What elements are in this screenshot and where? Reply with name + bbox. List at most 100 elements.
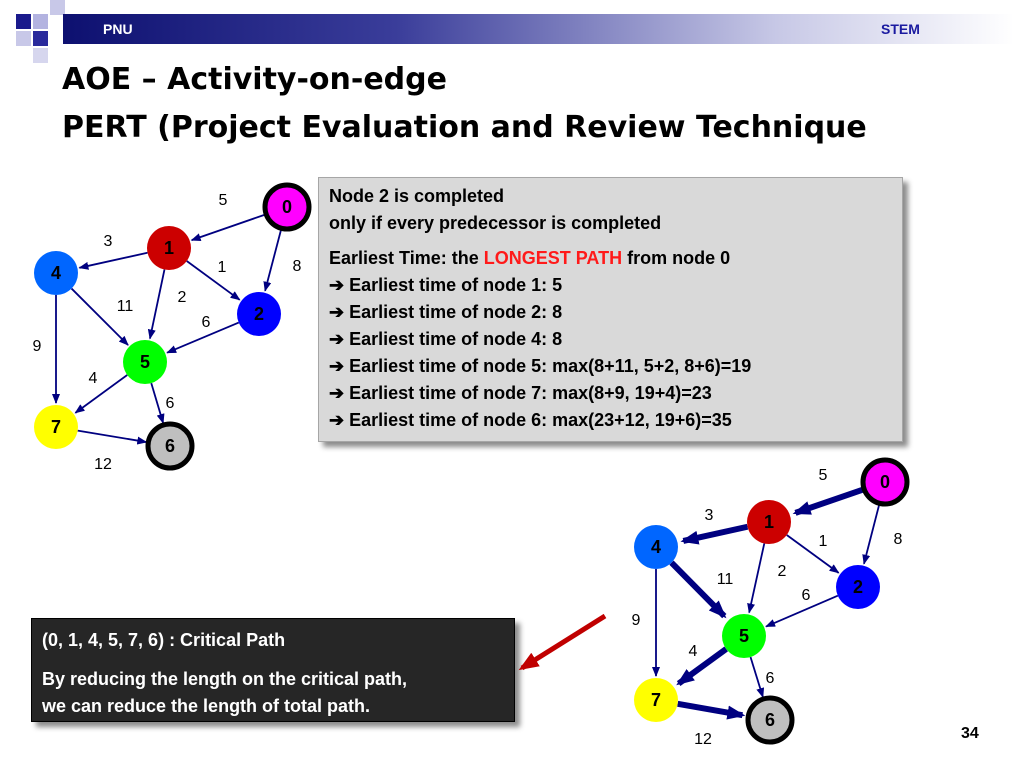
edge-1-5 (147, 269, 166, 340)
header-bar: PNU STEM (63, 14, 1014, 44)
node-label-7: 7 (51, 417, 61, 437)
edge-1-2 (186, 260, 241, 301)
red-pointer-arrow (518, 613, 607, 671)
node-6: 6 (145, 421, 195, 471)
node-label-1: 1 (764, 512, 774, 532)
edge-1-4 (680, 523, 749, 545)
edge-1-2 (786, 534, 840, 574)
corner-square-light (33, 14, 48, 29)
node-0: 0 (262, 182, 312, 232)
result-line: ➔ Earliest time of node 1: 5 (329, 275, 563, 295)
edge-weight-1-2: 1 (218, 259, 227, 276)
edge-0-1 (190, 213, 267, 241)
edge-1-5 (747, 543, 766, 614)
edge-7-6 (677, 700, 746, 720)
node-2: 2 (237, 292, 281, 336)
earliest-time-line: Earliest Time: the LONGEST PATH from nod… (329, 245, 892, 272)
critical-note-line2: we can reduce the length of total path. (42, 696, 371, 716)
edge-0-2 (862, 503, 881, 565)
node-7: 7 (634, 678, 678, 722)
earliest-prefix: Earliest Time: the (329, 248, 484, 268)
node-0: 0 (860, 457, 910, 507)
node-label-7: 7 (651, 690, 661, 710)
node-label-1: 1 (164, 238, 174, 258)
edge-weight-5-7: 4 (89, 370, 98, 387)
result-line: ➔ Earliest time of node 5: max(8+11, 5+2… (329, 356, 752, 376)
edge-weight-1-5: 2 (778, 563, 787, 580)
node-5: 5 (123, 340, 167, 384)
edge-weight-0-1: 5 (819, 467, 828, 484)
header-right-label: STEM (881, 21, 920, 37)
edge-5-6 (749, 656, 765, 699)
edge-weight-4-5: 11 (117, 298, 134, 315)
node-4: 4 (634, 525, 678, 569)
edge-5-6 (150, 382, 165, 424)
node-label-6: 6 (165, 436, 175, 456)
edge-1-4 (78, 251, 148, 270)
corner-square-navy (33, 31, 48, 46)
edge-weight-7-6: 12 (694, 731, 712, 748)
edge-weight-1-4: 3 (104, 233, 113, 250)
node-label-4: 4 (651, 537, 661, 557)
edge-weight-1-2: 1 (819, 533, 828, 550)
edge-weight-4-7: 9 (632, 612, 641, 629)
edge-2-5 (765, 594, 839, 628)
edge-weight-0-2: 8 (894, 531, 903, 548)
node-1: 1 (147, 226, 191, 270)
edge-weight-2-5: 6 (202, 314, 211, 331)
edge-weight-1-5: 2 (178, 289, 187, 306)
result-line: ➔ Earliest time of node 6: max(23+12, 19… (329, 410, 732, 430)
page-number: 34 (961, 725, 979, 742)
page-title-line2: PERT (Project Evaluation and Review Tech… (62, 110, 867, 145)
corner-square-light (16, 31, 31, 46)
critical-path-line: (0, 1, 4, 5, 7, 6) : Critical Path (42, 630, 286, 650)
info-line-1: Node 2 is completed (329, 186, 505, 206)
node-label-2: 2 (853, 577, 863, 597)
node-label-0: 0 (282, 197, 292, 217)
corner-square-navy (16, 14, 31, 29)
info-box: Node 2 is completed only if every predec… (318, 177, 903, 442)
result-line: ➔ Earliest time of node 7: max(8+9, 19+4… (329, 383, 712, 403)
node-label-5: 5 (739, 626, 749, 646)
edge-0-1 (792, 486, 866, 516)
node-label-5: 5 (140, 352, 150, 372)
node-label-2: 2 (254, 304, 264, 324)
edge-weight-2-5: 6 (802, 587, 811, 604)
page-title-line1: AOE – Activity-on-edge (62, 62, 447, 97)
earliest-suffix: from node 0 (622, 248, 731, 268)
edge-4-5 (669, 560, 727, 619)
result-line: ➔ Earliest time of node 2: 8 (329, 302, 563, 322)
corner-square-light (33, 48, 48, 63)
edge-4-5 (70, 287, 129, 346)
edge-weight-5-6: 6 (766, 670, 775, 687)
edge-weight-0-2: 8 (293, 258, 302, 275)
edge-7-6 (77, 429, 148, 445)
node-5: 5 (722, 614, 766, 658)
edge-5-7 (676, 646, 728, 686)
node-label-6: 6 (765, 710, 775, 730)
node-label-4: 4 (51, 263, 61, 283)
critical-path-box: (0, 1, 4, 5, 7, 6) : Critical Path By re… (31, 618, 515, 722)
node-7: 7 (34, 405, 78, 449)
edge-weight-5-7: 4 (689, 643, 698, 660)
longest-path-highlight: LONGEST PATH (483, 248, 623, 268)
node-label-0: 0 (880, 472, 890, 492)
info-line-2: only if every predecessor is completed (329, 213, 662, 233)
edge-weight-1-4: 3 (705, 507, 714, 524)
edge-weight-4-7: 9 (33, 338, 42, 355)
result-line: ➔ Earliest time of node 4: 8 (329, 329, 563, 349)
edge-0-2 (263, 228, 283, 292)
edge-weight-4-5: 11 (717, 571, 734, 588)
node-6: 6 (745, 695, 795, 745)
edge-weight-5-6: 6 (166, 395, 175, 412)
header-left-label: PNU (103, 21, 133, 37)
node-1: 1 (747, 500, 791, 544)
corner-square-light (50, 0, 65, 15)
edge-5-7 (74, 374, 128, 414)
critical-note-line1: By reducing the length on the critical p… (42, 669, 408, 689)
edge-2-5 (166, 321, 240, 354)
edge-weight-0-1: 5 (219, 192, 228, 209)
